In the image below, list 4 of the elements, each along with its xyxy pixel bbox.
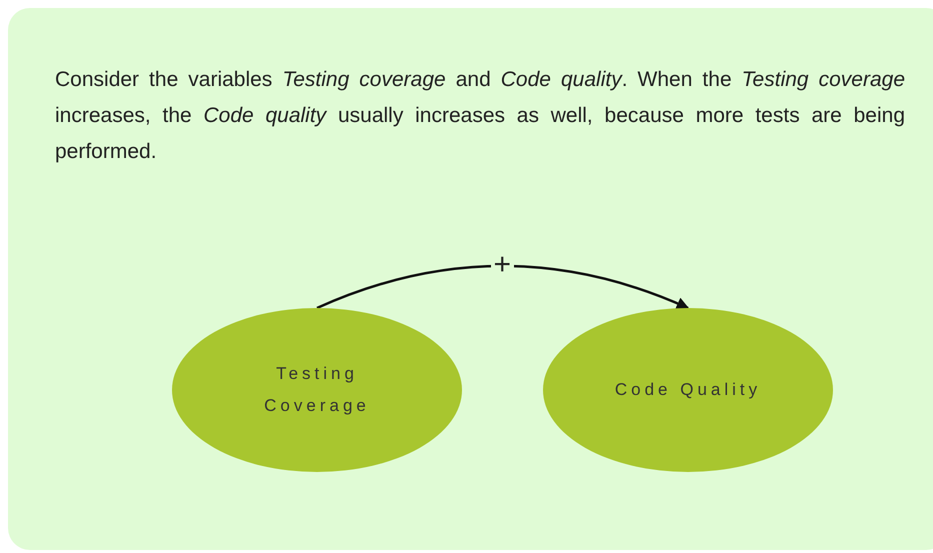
variable-label: Code Quality [614, 379, 762, 401]
description-paragraph: Consider the variables Testing coverage and Code quality. When the Testing coverage increases, the Code quality usually increases as well, because more tests are being performed. [55, 67, 905, 165]
variable-label: Testing Coverage [263, 363, 371, 417]
arrow [316, 264, 690, 310]
